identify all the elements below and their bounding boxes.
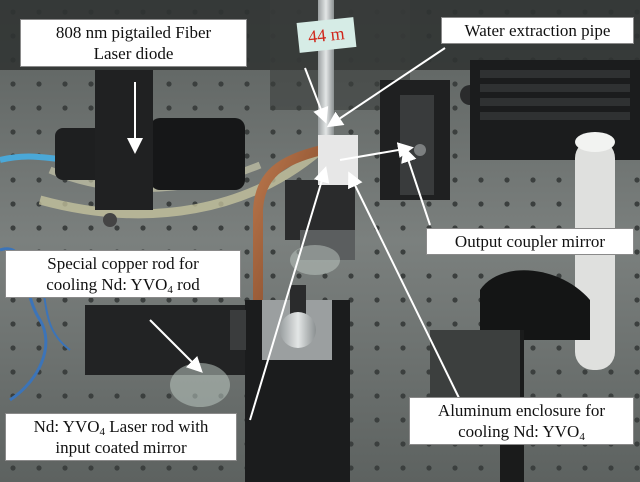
label-water-pipe: Water extraction pipe: [441, 17, 634, 44]
label-copper-rod: Special copper rod for cooling Nd: YVO4 …: [5, 250, 241, 298]
scale-bar-label: 44 m: [296, 17, 356, 53]
label-aluminum-enclosure: Aluminum enclosure for cooling Nd: YVO4: [409, 397, 634, 445]
label-laser-rod: Nd: YVO4 Laser rod with input coated mir…: [5, 413, 237, 461]
label-output-coupler: Output coupler mirror: [426, 228, 634, 255]
label-laser-diode: 808 nm pigtailed Fiber Laser diode: [20, 19, 247, 67]
